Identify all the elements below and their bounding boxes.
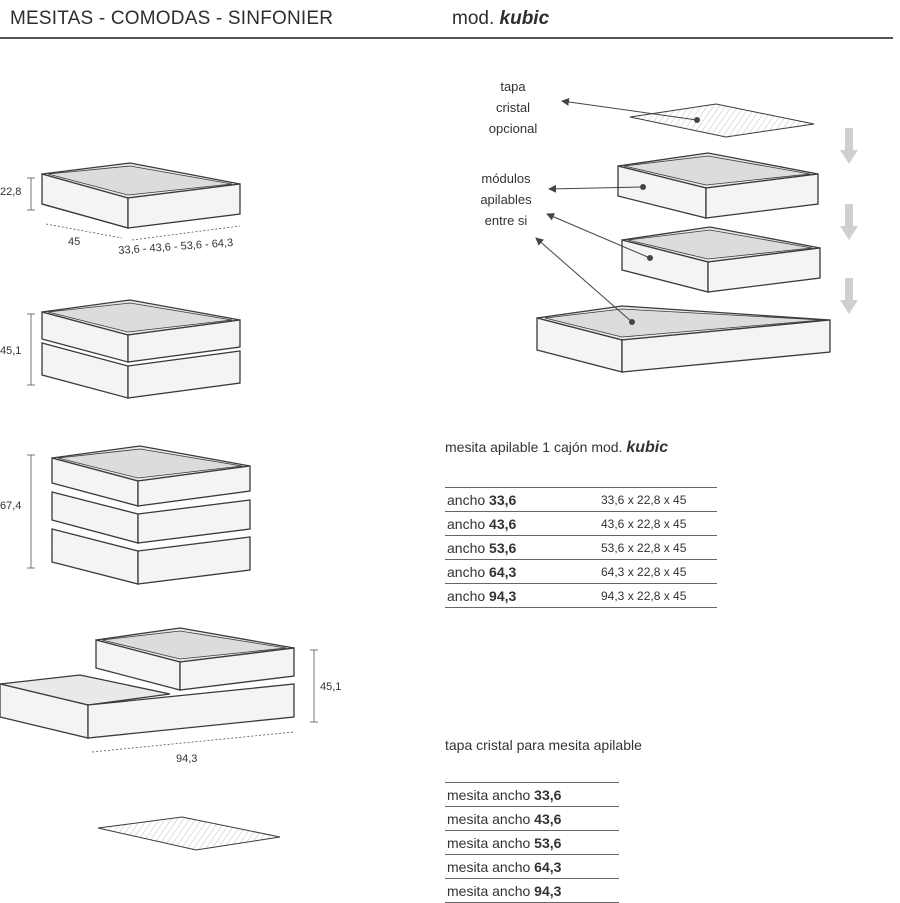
stack-arrows (840, 128, 858, 314)
depth-dim: 45 (68, 236, 81, 248)
model-name: kubic (499, 8, 550, 29)
table-row: ancho 53,6 53,6 x 22,8 x 45 (445, 535, 717, 560)
callout-arrows (535, 98, 700, 325)
double-module-drawing (41, 299, 241, 399)
table-row: ancho 94,3 94,3 x 22,8 x 45 (445, 583, 717, 608)
table-row: ancho 43,6 43,6 x 22,8 x 45 (445, 511, 717, 536)
category-title: MESITAS - COMODAS - SINFONIER (10, 8, 334, 29)
table-row: mesita ancho 94,3 (445, 878, 619, 903)
double-height-dim: 45,1 (0, 345, 22, 357)
glass-top-table: mesita ancho 33,6 mesita ancho 43,6 mesi… (445, 782, 619, 903)
table-row: mesita ancho 33,6 (445, 782, 619, 807)
glass-top-drawing (97, 816, 281, 851)
table1-title: mesita apilable 1 cajón mod. kubic (445, 439, 669, 456)
combo-width-dim: 94,3 (176, 753, 198, 765)
glass-top-label: tapa cristal opcional (488, 79, 538, 136)
table-row: ancho 33,6 33,6 x 22,8 x 45 (445, 487, 717, 512)
header-divider (0, 37, 893, 39)
table2-title: tapa cristal para mesita apilable (445, 737, 642, 753)
table-row: mesita ancho 64,3 (445, 854, 619, 879)
single-height-dim: 22,8 (0, 186, 22, 198)
model-title: mod. kubic (452, 8, 549, 30)
table-row: ancho 64,3 64,3 x 22,8 x 45 (445, 559, 717, 584)
page-header: MESITAS - COMODAS - SINFONIER mod. kubic (0, 0, 900, 40)
triple-module-drawing (51, 445, 251, 585)
stackable-table: ancho 33,6 33,6 x 22,8 x 45 ancho 43,6 4… (445, 487, 717, 608)
table-row: mesita ancho 53,6 (445, 830, 619, 855)
exploded-view-drawing (536, 103, 831, 373)
combo-height-dim: 45,1 (320, 681, 342, 693)
model-prefix: mod. (452, 8, 495, 29)
dimension-lines (27, 177, 318, 753)
triple-height-dim: 67,4 (0, 500, 22, 512)
table-row: mesita ancho 43,6 (445, 806, 619, 831)
stackable-modules-label: módulos apilables entre si (480, 171, 532, 228)
single-module-drawing (41, 162, 241, 229)
combination-drawing (0, 627, 295, 739)
